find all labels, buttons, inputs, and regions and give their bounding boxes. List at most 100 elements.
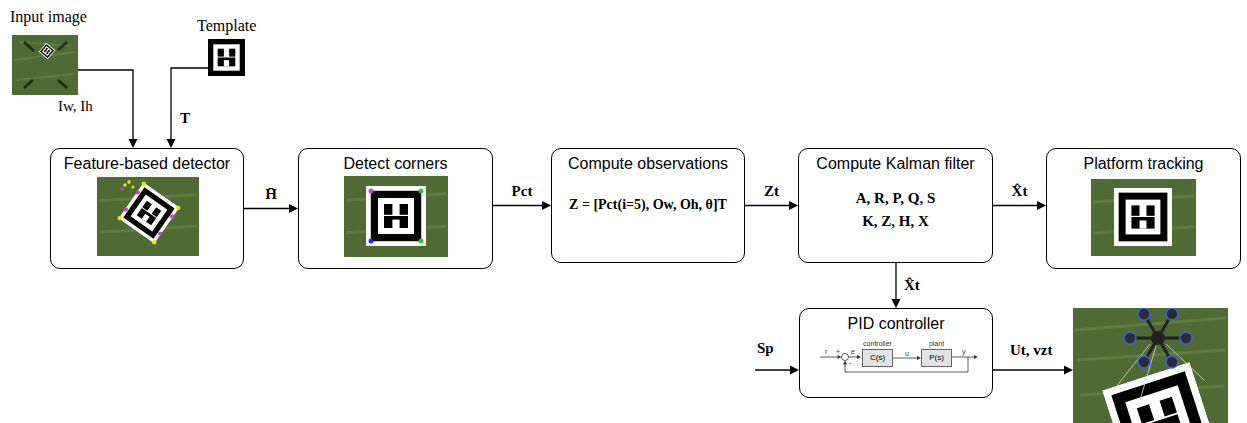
- signal-name: r: [825, 348, 827, 355]
- flow-arrow: [493, 201, 551, 210]
- sign-mark: +: [836, 348, 840, 355]
- graphic-part: [289, 204, 298, 213]
- signal-label: X̂t: [904, 277, 920, 294]
- box-heading: Platform tracking: [1083, 154, 1203, 174]
- box-heading: Feature-based detector: [64, 154, 230, 174]
- graphic-part: [136, 190, 140, 194]
- graphic-part: [39, 43, 56, 60]
- graphic-part: [118, 182, 179, 243]
- graphic-part: [24, 42, 34, 51]
- drone-photo: [1073, 308, 1228, 423]
- graphic-part: [369, 189, 374, 194]
- graphic-part: [993, 369, 1064, 370]
- graphic-part: [789, 201, 798, 210]
- graphic-part: [127, 180, 131, 184]
- graphic-part: [974, 355, 978, 359]
- block-heading: controller: [863, 340, 892, 347]
- graphic-part: [1130, 314, 1186, 362]
- graphic-part: [1180, 332, 1192, 344]
- graphic-part: [244, 208, 289, 209]
- graphic-part: [419, 239, 424, 244]
- block-heading: plant: [929, 340, 944, 347]
- block-function: P(s): [922, 350, 951, 366]
- graphic-part: [1037, 201, 1046, 210]
- matrix-list: K, Z, H, X: [862, 213, 929, 230]
- image-caption: Template: [197, 17, 256, 35]
- flow-arrow: [892, 263, 901, 308]
- graphic-part: [493, 205, 542, 206]
- graphic-part: [1091, 179, 1196, 256]
- graphic-part: [369, 239, 374, 244]
- flow-arrow: [244, 204, 298, 213]
- graphic-part: [1166, 344, 1204, 380]
- process-box: Detect corners: [298, 148, 493, 269]
- graphic-part: [171, 68, 208, 139]
- graphic-part: [158, 231, 162, 235]
- graphic-part: [895, 263, 896, 299]
- signal-name: e: [851, 348, 855, 355]
- template-marker: [205, 36, 249, 80]
- block-box: controllerC(s): [862, 349, 893, 367]
- graphic-part: [1112, 344, 1204, 400]
- graphic-part: [1114, 188, 1172, 246]
- signal-name: Ut, vzt: [1010, 342, 1052, 359]
- signal-name: y: [962, 348, 966, 355]
- flow-arrow: [993, 201, 1046, 210]
- graphic-part: [99, 194, 197, 232]
- signal-label: Zt: [764, 183, 779, 200]
- graphic-part: [167, 139, 176, 148]
- graphic-part: [1064, 366, 1073, 375]
- graphic-part: [142, 182, 146, 186]
- graphic-part: [24, 42, 67, 88]
- graphic-part: [1151, 331, 1165, 345]
- block-function: C(s): [863, 350, 892, 366]
- graphic-part: [842, 354, 849, 361]
- graphic-part: [1138, 356, 1150, 368]
- equation: Z = [Pct(i=5), Ow, Oh, θ]T: [569, 196, 727, 214]
- signal-label: X̂t: [1012, 183, 1028, 200]
- box-heading: PID controller: [848, 314, 945, 334]
- graphic-part: [790, 366, 799, 375]
- process-box: Compute observations Z = [Pct(i=5), Ow, O…: [551, 148, 745, 263]
- graphic-part: [1124, 332, 1136, 344]
- process-box: Platform tracking: [1046, 148, 1241, 269]
- graphic-part: [838, 355, 842, 359]
- signal-name: Iw, Ih: [58, 98, 93, 115]
- graphic-part: [124, 207, 128, 211]
- graphic-part: [170, 214, 174, 218]
- arrow-heads: [129, 139, 1074, 375]
- matrix-list: A, R, P, Q, S: [856, 190, 935, 207]
- graphic-part: [366, 186, 426, 246]
- graphic-part: [118, 216, 122, 220]
- graphic-part: [419, 189, 424, 194]
- graphic-part: [346, 194, 446, 233]
- image-caption: Input image: [10, 8, 87, 26]
- graphic-part: [1124, 308, 1192, 368]
- graphic-part: [132, 186, 135, 189]
- graphic-part: [14, 42, 76, 80]
- box-heading: Compute Kalman filter: [816, 154, 974, 174]
- graphic-part: [97, 177, 199, 256]
- input-arrows: [78, 68, 1064, 370]
- signal-label: H̄: [265, 186, 277, 203]
- graphic-part: [176, 206, 180, 210]
- graphic-part: [1166, 308, 1178, 320]
- box-heading: Compute observations: [568, 154, 728, 174]
- graphic-part: [892, 299, 901, 308]
- graphic-part: [857, 355, 861, 359]
- graphic-part: [12, 35, 78, 95]
- graphic-part: [820, 357, 838, 358]
- box-heading: Detect corners: [343, 154, 447, 174]
- graphic-part: [120, 187, 124, 191]
- graphic-part: [993, 205, 1037, 206]
- input-image: [12, 35, 78, 95]
- graphic-part: [755, 369, 790, 370]
- graphic-part: [1093, 196, 1194, 233]
- graphic-part: [344, 176, 448, 257]
- graphic-part: [849, 357, 858, 358]
- sign-mark: -: [849, 359, 851, 366]
- process-box: Feature-based detector: [50, 148, 244, 269]
- graphic-part: [58, 80, 67, 88]
